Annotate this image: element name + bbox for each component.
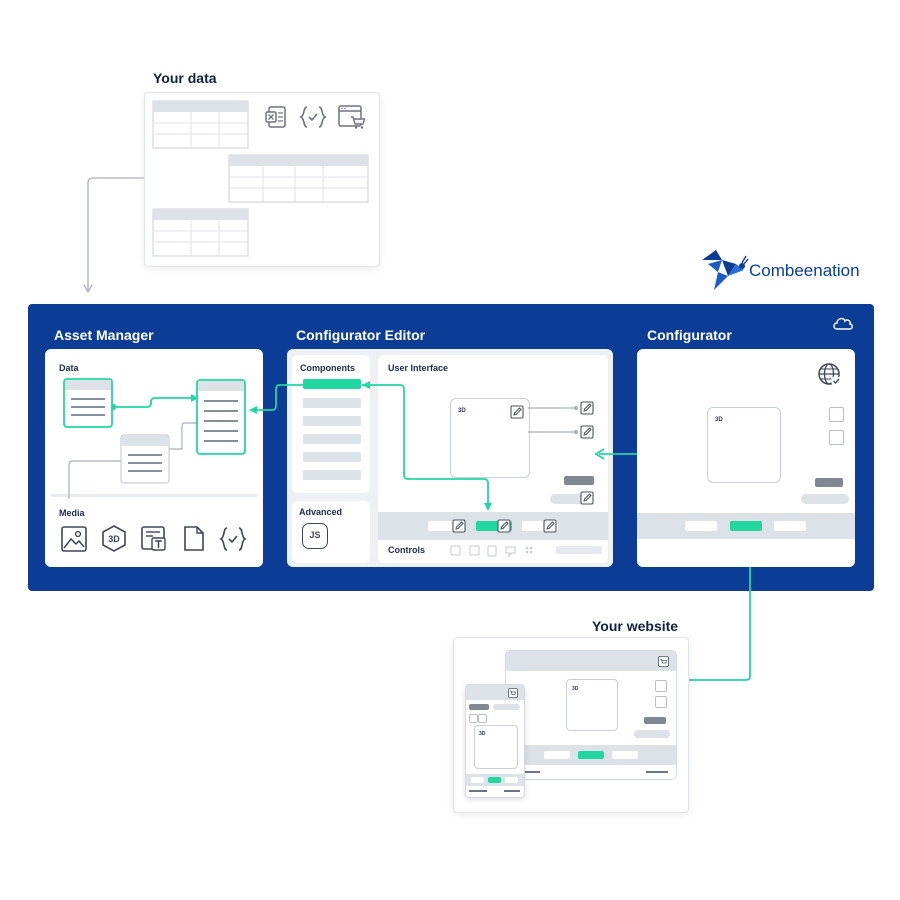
text-layer-icon: [141, 526, 166, 551]
image-icon: [61, 526, 87, 552]
mobile-site-preview: 3D: [465, 684, 525, 798]
component-item[interactable]: [303, 434, 361, 444]
control-slot[interactable]: [505, 777, 518, 783]
combeenation-logo-icon: [702, 250, 749, 290]
controls-palette: [450, 545, 533, 558]
option-checkbox[interactable]: [829, 407, 844, 422]
price-bar: [815, 478, 843, 487]
globe-check-icon: [818, 363, 841, 386]
control-tooltip-icon: [505, 546, 516, 558]
control-slot[interactable]: [612, 751, 638, 759]
edit-icon[interactable]: [510, 405, 524, 419]
json-braces-icon: [219, 527, 247, 551]
svg-text:3D: 3D: [108, 534, 120, 544]
component-item[interactable]: [303, 398, 361, 408]
edit-icon[interactable]: [452, 519, 466, 533]
control-file-icon: [487, 545, 497, 557]
3d-viewer: 3D: [707, 407, 781, 483]
control-3d-icon: [469, 545, 480, 556]
control-slot[interactable]: [685, 521, 717, 531]
option-checkbox[interactable]: [478, 714, 487, 723]
configurator-heading: Configurator: [647, 327, 732, 343]
cart-icon[interactable]: [508, 688, 518, 698]
advanced-panel: Advanced JS: [292, 501, 370, 563]
component-item[interactable]: [303, 470, 361, 480]
webshop-cart-icon: [338, 105, 366, 129]
data-table-linked: [196, 379, 246, 455]
brand-name: Combeenation: [749, 261, 860, 280]
component-item[interactable]: [303, 452, 361, 462]
edit-icon[interactable]: [580, 401, 594, 415]
browser-header: [506, 651, 676, 671]
edit-icon[interactable]: [497, 519, 511, 533]
control-slot[interactable]: [471, 777, 484, 783]
option-checkbox[interactable]: [655, 696, 667, 708]
data-table: [152, 208, 249, 257]
control-slot-active[interactable]: [730, 521, 762, 531]
edit-icon[interactable]: [543, 519, 557, 533]
configurator-editor-heading: Configurator Editor: [296, 327, 426, 343]
your-data-heading: Your data: [153, 70, 217, 86]
control-slot[interactable]: [544, 751, 570, 759]
controls-search-placeholder[interactable]: [556, 546, 602, 554]
user-interface-label: User Interface: [388, 363, 449, 373]
asset-manager-heading: Asset Manager: [54, 327, 154, 343]
asset-data-graph: [63, 378, 246, 499]
price-bar: [644, 717, 666, 724]
file-icon: [184, 526, 204, 551]
configurator-card: 3D: [637, 349, 855, 567]
user-interface-panel: User Interface 3D Controls: [378, 355, 608, 563]
your-data-card: [144, 92, 380, 267]
action-button-placeholder[interactable]: [550, 494, 594, 504]
control-slot-active[interactable]: [476, 521, 512, 531]
control-slot[interactable]: [522, 521, 558, 531]
data-table-linked: [63, 378, 113, 428]
cloud-icon: [833, 317, 853, 330]
control-slot-active[interactable]: [488, 777, 501, 783]
json-braces-icon: [299, 106, 327, 128]
option-checkbox[interactable]: [469, 714, 478, 723]
3d-viewer: 3D: [474, 725, 518, 769]
data-table: [228, 154, 369, 203]
components-label: Components: [300, 363, 355, 373]
action-button-placeholder[interactable]: [801, 494, 849, 504]
control-slot[interactable]: [774, 521, 806, 531]
price-bar: [469, 704, 489, 710]
components-panel: Components: [292, 355, 370, 493]
advanced-label: Advanced: [299, 507, 343, 517]
component-item[interactable]: [303, 416, 361, 426]
desktop-site-preview: 3D: [505, 650, 677, 780]
your-website-heading: Your website: [592, 618, 679, 634]
data-table: [120, 434, 170, 484]
control-slot[interactable]: [428, 521, 464, 531]
js-icon: JS: [302, 523, 328, 549]
3d-viewer: 3D: [566, 679, 618, 731]
control-slot-active[interactable]: [578, 751, 604, 759]
edit-icon[interactable]: [580, 425, 594, 439]
cart-icon[interactable]: [658, 656, 669, 667]
excel-icon: [265, 106, 286, 128]
control-image-icon: [450, 545, 461, 556]
controls-label: Controls: [388, 545, 425, 555]
action-button-placeholder[interactable]: [634, 730, 670, 738]
media-label: Media: [59, 508, 85, 518]
3d-icon: 3D: [102, 525, 126, 552]
price-bar: [564, 476, 594, 485]
option-checkbox[interactable]: [829, 430, 844, 445]
data-label: Data: [59, 363, 79, 373]
data-table: [152, 100, 249, 149]
action-button-placeholder[interactable]: [493, 704, 520, 710]
edit-icon[interactable]: [580, 491, 594, 505]
option-checkbox[interactable]: [655, 680, 667, 692]
component-item-selected[interactable]: [303, 379, 361, 389]
